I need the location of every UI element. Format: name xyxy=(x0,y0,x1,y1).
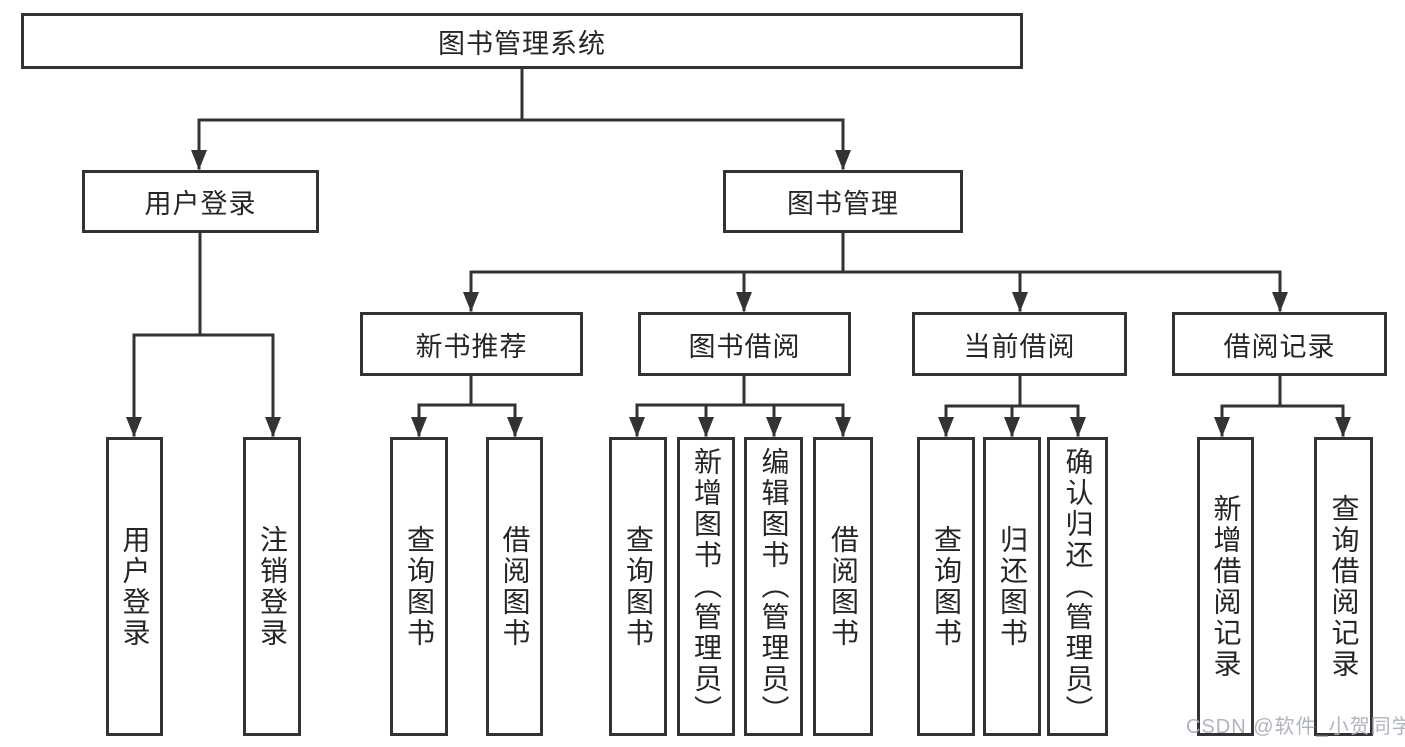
leaf-label: 查询图书 xyxy=(623,524,654,649)
leaf-label: 编辑图书（管理员） xyxy=(758,447,790,726)
leaf-return-book: 归还图书 xyxy=(983,437,1041,736)
connector-line xyxy=(132,231,275,337)
leaf-add-borrow-record: 新增借阅记录 xyxy=(1197,437,1254,736)
leaf-borrow-books-recommend: 借阅图书 xyxy=(486,437,543,736)
leaf-label: 借阅图书 xyxy=(828,524,859,649)
node-borrow-records: 借阅记录 xyxy=(1172,312,1387,376)
connector-root-to-level2 xyxy=(191,67,851,170)
node-book-borrow: 图书借阅 xyxy=(638,312,851,376)
leaf-label: 借阅图书 xyxy=(499,524,531,649)
leaf-label: 查询借阅记录 xyxy=(1328,493,1360,680)
connector-line xyxy=(197,67,845,122)
leaf-label: 用户登录 xyxy=(119,524,151,649)
leaf-label: 注销登录 xyxy=(257,524,288,649)
node-new-book-recommend: 新书推荐 xyxy=(360,312,583,376)
connector-current-to-leaves xyxy=(938,374,1086,437)
connector-user-login-to-leaves xyxy=(126,231,281,437)
leaf-confirm-return-admin: 确认归还（管理员） xyxy=(1047,437,1108,736)
leaf-query-books-recommend: 查询图书 xyxy=(390,437,448,736)
leaf-label: 新增图书（管理员） xyxy=(691,447,722,726)
leaf-borrow-books-borrow: 借阅图书 xyxy=(813,437,873,736)
leaf-logout: 注销登录 xyxy=(243,437,301,736)
leaf-label: 新增借阅记录 xyxy=(1210,493,1242,680)
leaf-user-login: 用户登录 xyxy=(106,437,163,736)
connector-line xyxy=(944,374,1080,408)
node-root-library-system: 图书管理系统 xyxy=(21,13,1023,69)
leaf-edit-book-admin: 编辑图书（管理员） xyxy=(744,437,803,736)
leaf-query-books-current: 查询图书 xyxy=(917,437,975,736)
leaf-query-borrow-record: 查询借阅记录 xyxy=(1314,437,1373,736)
leaf-label: 归还图书 xyxy=(997,524,1028,649)
connector-borrow-to-leaves xyxy=(629,374,851,437)
connector-recommend-to-leaves xyxy=(411,374,523,437)
node-current-borrow: 当前借阅 xyxy=(912,312,1127,376)
connector-line xyxy=(635,374,845,407)
leaf-add-book-admin: 新增图书（管理员） xyxy=(677,437,735,736)
leaf-label: 查询图书 xyxy=(931,524,962,649)
watermark: CSDN @软件_小贺同学 xyxy=(1186,716,1405,738)
connector-line xyxy=(417,374,517,407)
connector-line xyxy=(1220,374,1345,408)
connector-line xyxy=(469,231,1282,274)
node-book-management: 图书管理 xyxy=(723,170,963,233)
connector-records-to-leaves xyxy=(1214,374,1351,437)
leaf-label: 查询图书 xyxy=(404,524,435,649)
node-user-login: 用户登录 xyxy=(82,170,319,233)
connector-book-management-to-level3 xyxy=(463,231,1288,312)
leaf-query-books-borrow: 查询图书 xyxy=(609,437,667,736)
leaf-label: 确认归还（管理员） xyxy=(1062,447,1094,726)
